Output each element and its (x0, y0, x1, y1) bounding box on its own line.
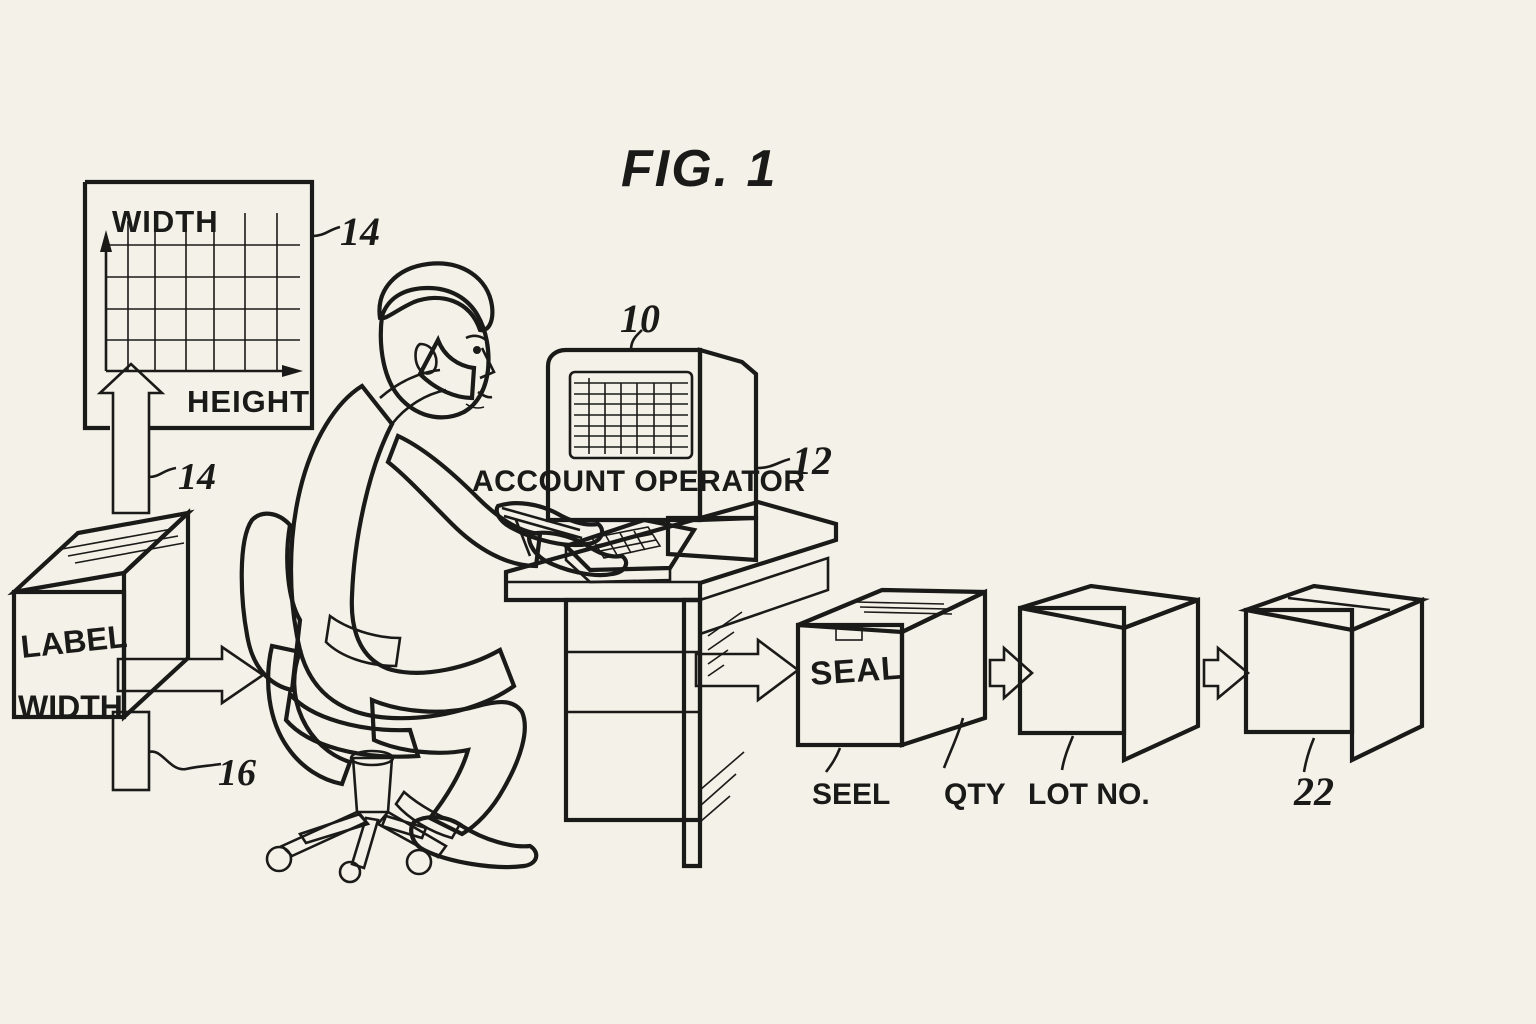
lot-to-final-arrow (1202, 645, 1251, 701)
seal-box-face-text: SEAL (809, 649, 903, 692)
seal-box: SEAL (795, 587, 988, 773)
ref-numeral-14-arrow: 14 (178, 456, 216, 498)
callout-seel: SEEL (812, 778, 890, 811)
label-to-operator-arrow (116, 644, 266, 706)
ref-numeral-12: 12 (792, 438, 832, 483)
chart-y-axis-label: WIDTH (112, 204, 219, 239)
callout-lot-no: LOT NO. (1028, 778, 1150, 811)
desk-to-seal-arrow (694, 637, 801, 703)
desk (503, 499, 839, 869)
label-box-width-label: WIDTH (18, 689, 123, 725)
vertical-flow-arrow (96, 362, 166, 515)
ref-numeral-14-chart: 14 (340, 209, 380, 254)
office-chair (239, 511, 448, 884)
chart-grid (106, 213, 300, 371)
ref-numeral-16: 16 (218, 752, 256, 794)
ref-numeral-10: 10 (620, 296, 660, 341)
figure-title: FIG. 1 (621, 140, 777, 198)
lot-box (1017, 583, 1201, 771)
callout-qty: QTY (944, 778, 1006, 811)
keyboard (562, 517, 698, 584)
computer-terminal: 10 12 (545, 296, 832, 563)
account-operator-caption: ACCOUNT OPERATOR (472, 465, 806, 498)
final-box (1237, 583, 1430, 773)
terminal-screen (568, 370, 694, 460)
chart-y-axis-arrowhead (100, 230, 112, 252)
chart-x-axis-arrowhead (282, 365, 303, 377)
terminal-screen-grid (574, 378, 688, 454)
ref-numeral-22: 22 (1293, 769, 1334, 814)
chart-panel: WIDTH HEIGHT 14 (82, 179, 380, 431)
account-operator-figure (288, 261, 629, 870)
chart-x-axis-label: HEIGHT (187, 384, 310, 419)
